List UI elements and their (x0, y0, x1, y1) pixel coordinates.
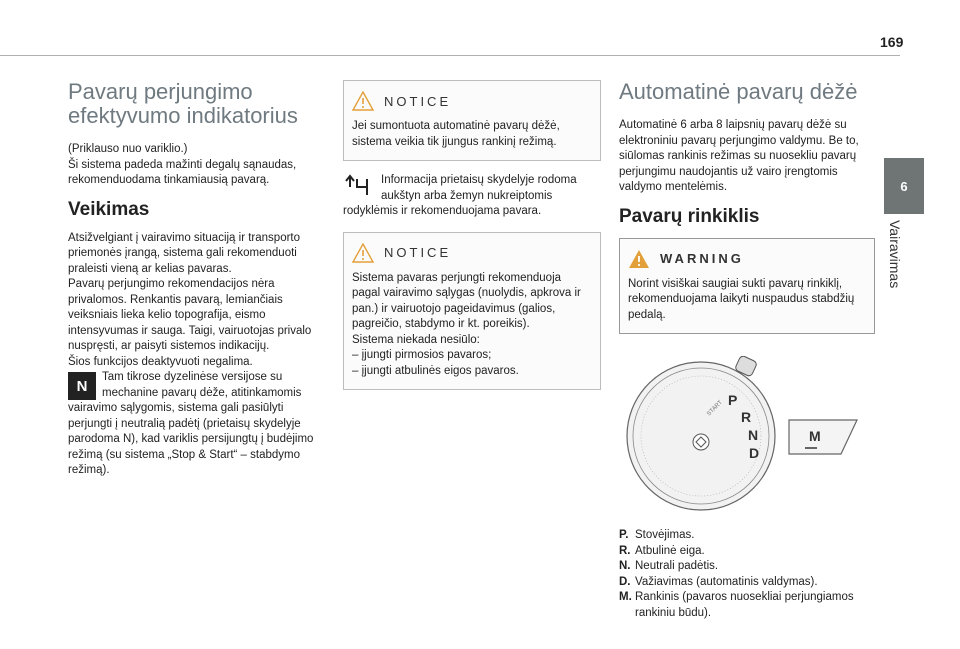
neutral-gear-icon: N (68, 372, 96, 400)
section-title-automatic-gearbox: Automatinė pavarų dėžė (619, 79, 858, 104)
page-number: 169 (880, 34, 904, 50)
intro-text: (Priklauso nuo variklio.) Ši sistema pad… (68, 143, 297, 186)
dial-letter-p: P (728, 392, 737, 408)
subsection-title-gear-selector: Pavarų rinkiklis (619, 205, 760, 227)
info-row: Informacija prietaisų skydelyje rodoma a… (343, 173, 601, 220)
dial-letter-n: N (748, 427, 758, 443)
chapter-tab[interactable]: 6 (884, 158, 924, 214)
dial-letter-d: D (749, 445, 759, 461)
header-rule (0, 55, 900, 56)
paragraph-3: Šios funkcijos deaktyvuoti negalima. (68, 355, 253, 368)
legend-item: N.Neutrali padėtis. (619, 560, 719, 572)
legend-item: P.Stovėjimas. (619, 529, 695, 541)
notice-label-2: NOTICE (384, 245, 452, 260)
warning-text: Norint visiškai saugiai sukti pavarų rin… (628, 277, 855, 321)
gear-legend: P.Stovėjimas. R.Atbulinė eiga. N.Neutral… (619, 528, 875, 621)
warning-triangle-icon (629, 249, 649, 268)
subsection-title-operation: Veikimas (68, 198, 150, 220)
warning-box: WARNING Norint visiškai saugiai sukti pa… (619, 237, 875, 334)
gear-shift-indicator-icon (345, 174, 368, 195)
manual-button-label: M (809, 428, 821, 444)
gearbox-intro: Automatinė 6 arba 8 laipsnių pavarų dėžė… (619, 119, 859, 193)
column-automatic-gearbox: Automatinė pavarų dėžė Automatinė 6 arba… (619, 80, 875, 621)
dial-letter-r: R (741, 409, 751, 425)
notice-text-2: Sistema pavaras perjungti rekomenduoja p… (352, 271, 581, 377)
chapter-label: Vairavimas (887, 220, 903, 289)
notice-text-1: Jei sumontuota automatinė pavarų dėžė, s… (352, 120, 560, 148)
notice-label-1: NOTICE (384, 93, 452, 109)
warning-triangle-icon (352, 242, 374, 263)
paragraph-4: Tam tikrose dyzelinėse versijose su mech… (68, 371, 314, 476)
warning-label: WARNING (660, 251, 744, 266)
diesel-note: N Tam tikrose dyzelinėse versijose su me… (68, 370, 322, 479)
gear-selector-illustration: P R N D START M (619, 355, 879, 516)
notice-box-2: NOTICE Sistema pavaras perjungti rekomen… (343, 231, 601, 390)
section-title-gear-efficiency: Pavarų perjungimo efektyvumo indikatoriu… (68, 79, 298, 128)
column-gear-efficiency: Pavarų perjungimo efektyvumo indikatoriu… (68, 80, 322, 479)
paragraph-1: Atsižvelgiant į vairavimo situaciją ir t… (68, 231, 301, 275)
notice-box-1: NOTICE Jei sumontuota automatinė pavarų … (343, 80, 601, 161)
column-notices: NOTICE Jei sumontuota automatinė pavarų … (343, 80, 601, 402)
gear-selector-drawing: P R N D START M (626, 355, 858, 511)
legend-item: R.Atbulinė eiga. (619, 544, 705, 557)
warning-triangle-icon (352, 91, 374, 111)
legend-item: D.Važiavimas (automatinis valdymas). (619, 575, 818, 588)
info-text: Informacija prietaisų skydelyje rodoma a… (343, 174, 577, 217)
legend-item: M.Rankinis (pavaros nuosekliai perjungia… (619, 591, 854, 619)
paragraph-2: Pavarų perjungimo rekomendacijos nėra pr… (68, 278, 312, 352)
